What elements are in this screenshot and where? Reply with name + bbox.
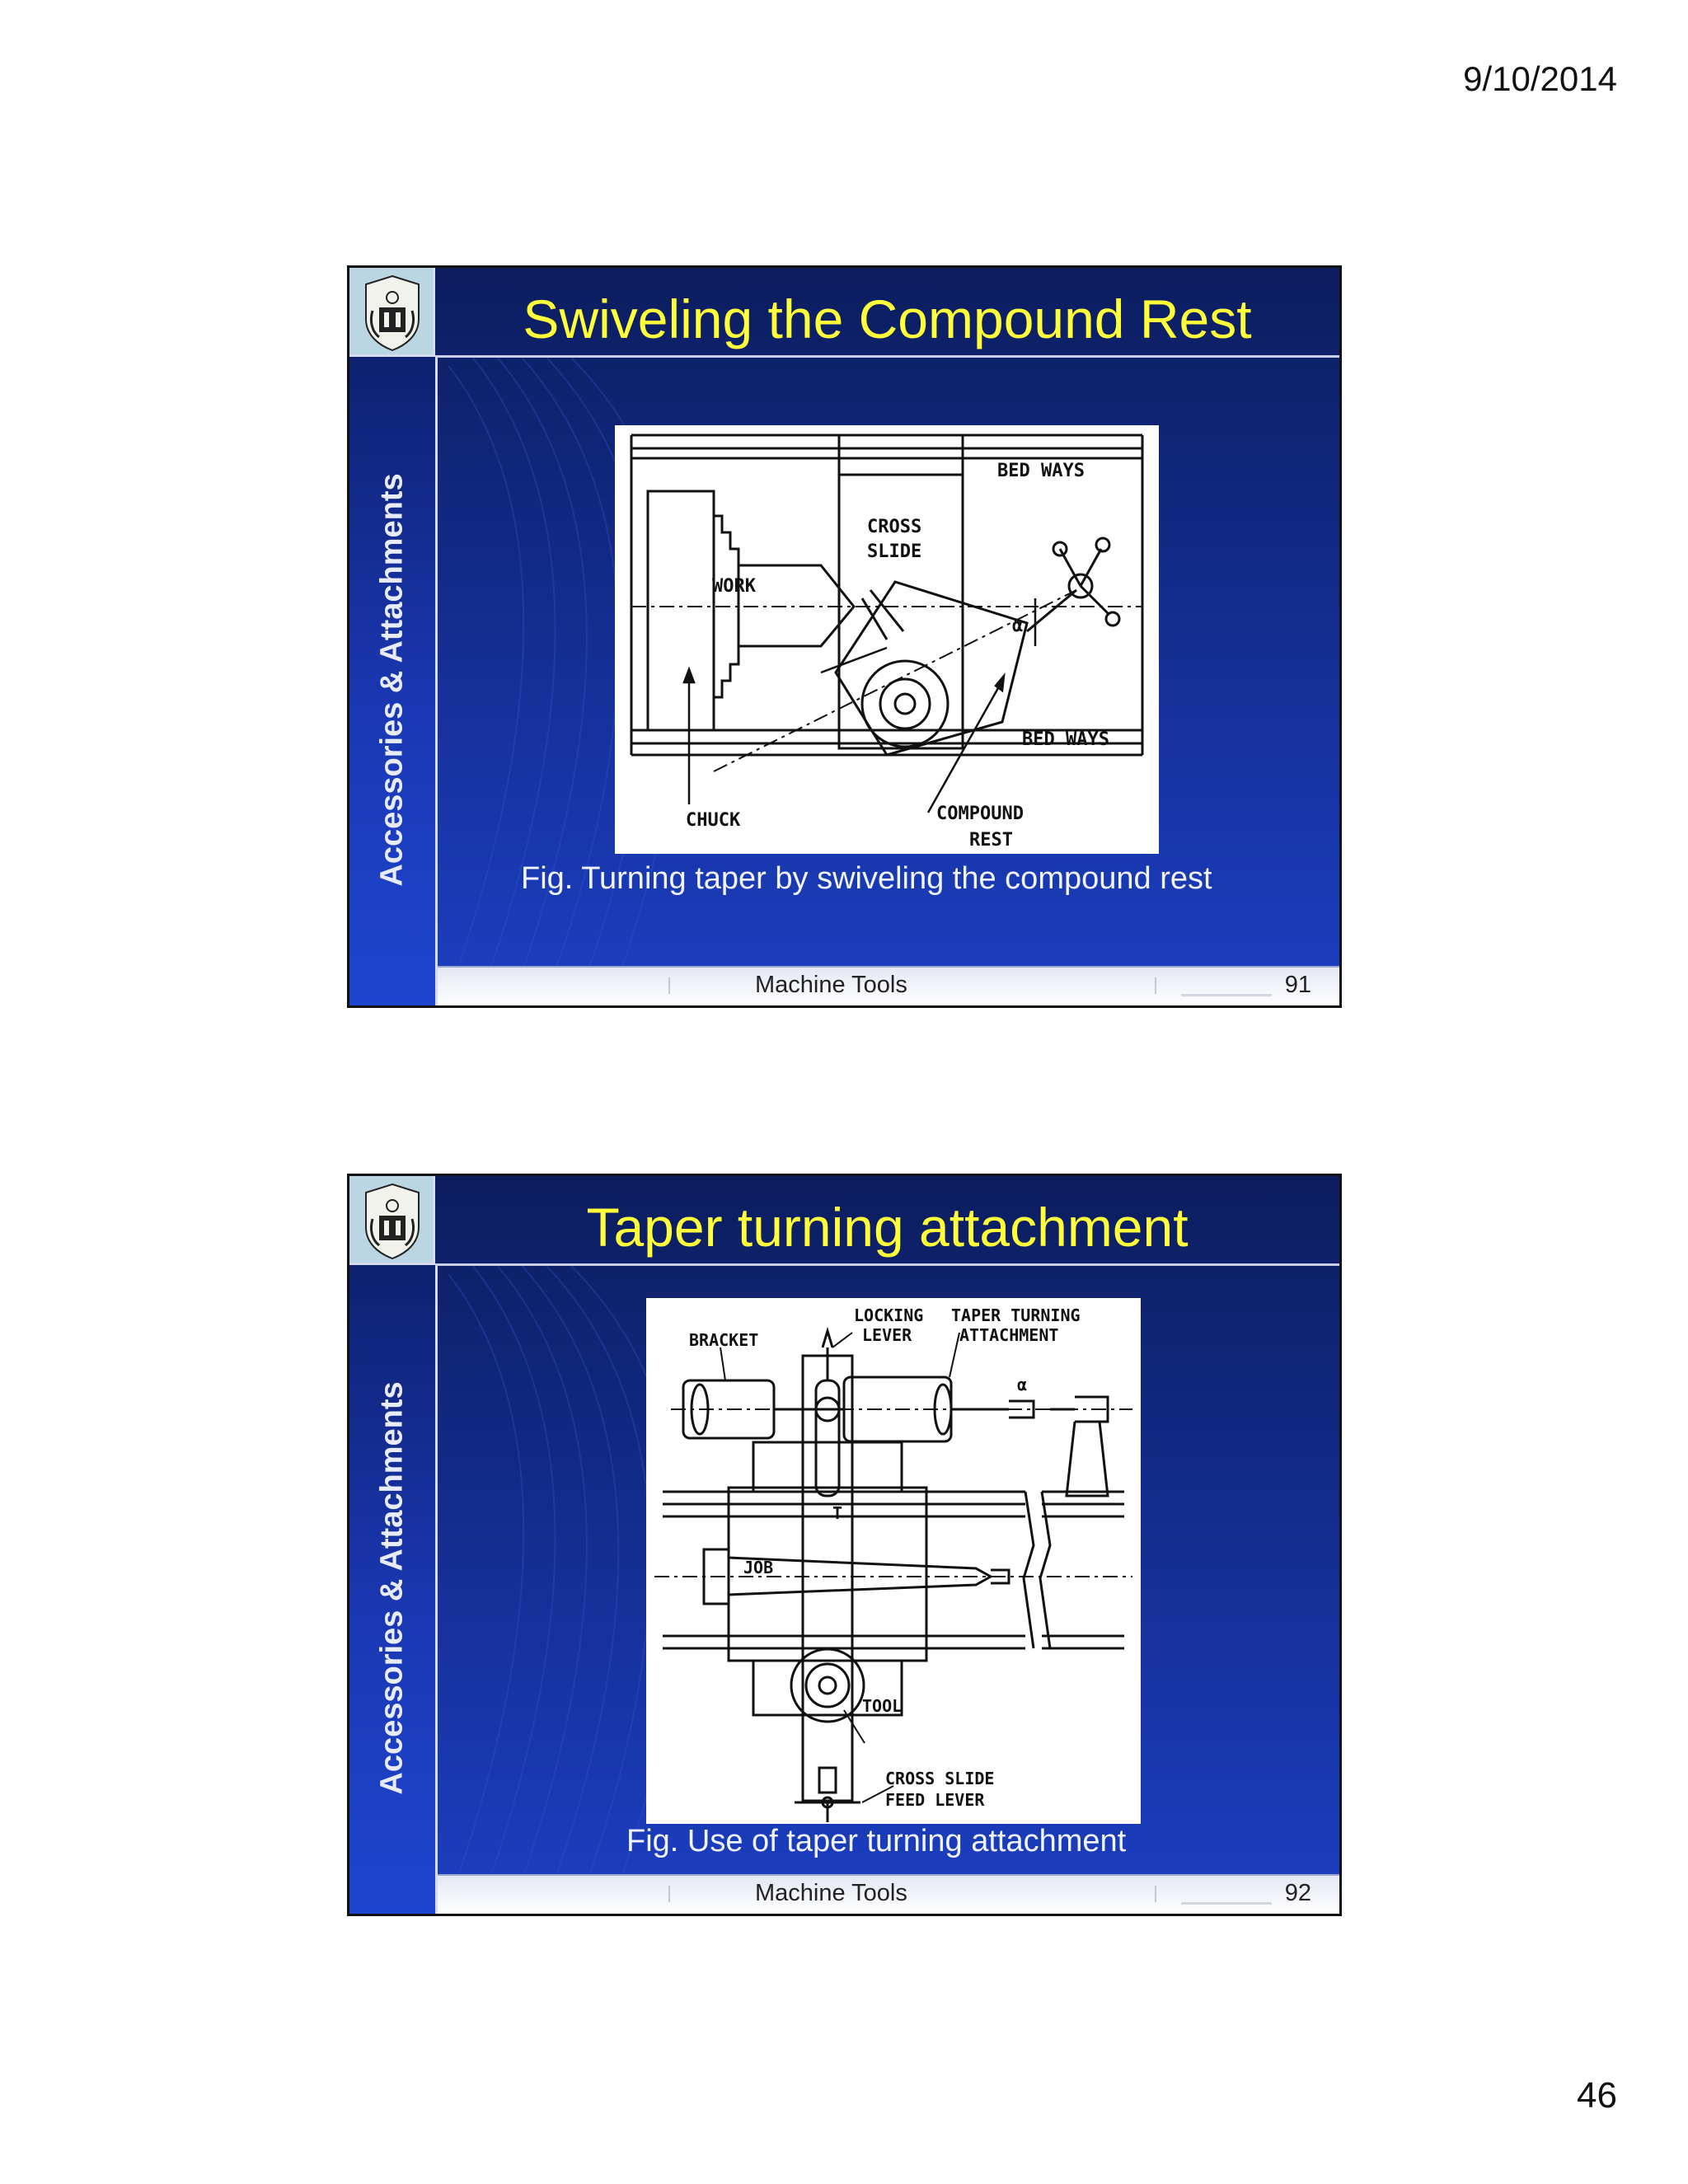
label-bed-ways-top: BED WAYS: [997, 461, 1085, 481]
label-cross-slide: CROSS SLIDE: [885, 1769, 994, 1788]
label-locking: LOCKING: [854, 1305, 923, 1325]
label-bed-ways-bottom: BED WAYS: [1022, 729, 1109, 750]
label-lever: LEVER: [862, 1325, 912, 1345]
figure-caption: Fig. Use of taper turning attachment: [626, 1824, 1127, 1858]
label-chuck: CHUCK: [686, 810, 741, 831]
label-t: T: [832, 1503, 842, 1523]
label-bracket: BRACKET: [689, 1330, 758, 1350]
label-alpha: α: [1012, 616, 1023, 636]
label-work: WORK: [712, 576, 757, 597]
institute-logo: [349, 1176, 435, 1265]
label-alpha: α: [1017, 1375, 1027, 1394]
slide-91: Swiveling the Compound Rest Accessories …: [347, 265, 1342, 1008]
slide-number: 91: [1284, 972, 1311, 998]
slide-sidebar: [349, 357, 438, 1005]
label-feed-lever: FEED LEVER: [885, 1790, 985, 1810]
figure-caption: Fig. Turning taper by swiveling the comp…: [521, 861, 1212, 896]
side-label: Accessories & Attachments: [374, 1381, 410, 1795]
label-tool: TOOL: [862, 1696, 902, 1716]
label-cross: CROSS: [867, 517, 921, 537]
slide-title: Taper turning attachment: [586, 1197, 1189, 1258]
slide-sidebar: [349, 1265, 438, 1914]
slide-92: Taper turning attachment Accessories & A…: [347, 1174, 1342, 1916]
slide-footer: Machine Tools 92: [438, 1874, 1339, 1914]
title-divider: [435, 1263, 1339, 1266]
label-rest: REST: [969, 830, 1013, 851]
footer-title: Machine Tools: [755, 972, 907, 998]
label-job: JOB: [743, 1558, 773, 1577]
label-compound: COMPOUND: [936, 804, 1024, 824]
slide-title: Swiveling the Compound Rest: [523, 288, 1252, 349]
taper-attachment-figure: LOCKING LEVER TAPER TURNING ATTACHMENT B…: [646, 1298, 1141, 1824]
label-taper-turning: TAPER TURNING: [951, 1305, 1081, 1325]
page-date: 9/10/2014: [1463, 59, 1617, 98]
label-attachment: ATTACHMENT: [959, 1325, 1058, 1345]
slide-footer: Machine Tools 91: [438, 966, 1339, 1005]
slide-number: 92: [1284, 1880, 1311, 1906]
compound-rest-figure: BED WAYS CROSS SLIDE WORK α BED WAYS CHU…: [615, 425, 1159, 854]
page-number: 46: [1577, 2075, 1617, 2116]
side-label: Accessories & Attachments: [374, 473, 410, 887]
label-slide: SLIDE: [867, 541, 921, 562]
institute-logo: [349, 268, 435, 357]
title-divider: [435, 355, 1339, 358]
footer-title: Machine Tools: [755, 1880, 907, 1906]
